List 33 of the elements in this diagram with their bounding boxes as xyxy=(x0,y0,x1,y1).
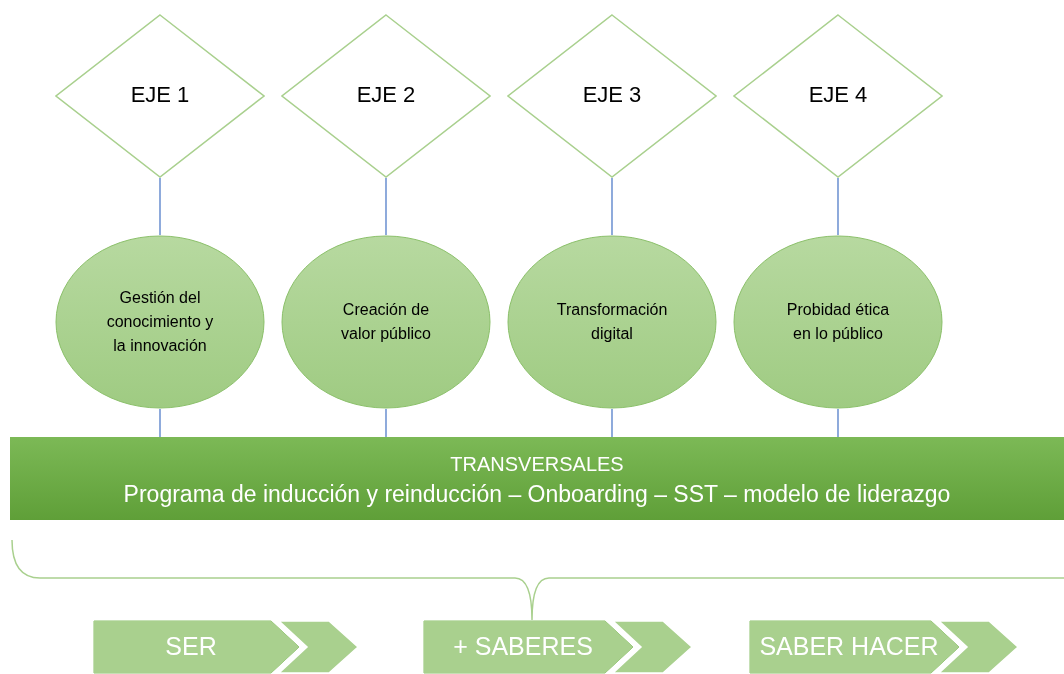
banner-title: TRANSVERSALES xyxy=(450,451,624,477)
node-label: Transformación digital xyxy=(555,300,669,344)
banner-bar xyxy=(10,437,1064,520)
connector-line xyxy=(837,177,839,236)
node-label: EJE 2 xyxy=(355,82,417,108)
ellipse-node xyxy=(507,235,717,409)
decision-diamond xyxy=(507,14,717,178)
node-label: EJE 1 xyxy=(129,82,191,108)
decision-diamond xyxy=(55,14,265,178)
node-label: Gestión del conocimiento y la innovación xyxy=(105,288,215,356)
node-label: EJE 3 xyxy=(581,82,643,108)
connector-line xyxy=(385,177,387,236)
banner-text: Programa de inducción y reinducción – Onboarding – SST – modelo de liderazgo xyxy=(123,479,951,509)
connector-line xyxy=(385,408,387,438)
connector-line xyxy=(611,408,613,438)
node-label: Probidad ética en lo público xyxy=(785,300,891,344)
decision-diamond xyxy=(733,14,943,178)
connector-line xyxy=(159,177,161,236)
node-label: SABER HACER xyxy=(758,632,940,661)
ellipse-node xyxy=(55,235,265,409)
chevron-arrow xyxy=(423,620,693,674)
connector-line xyxy=(611,177,613,236)
ellipse-node xyxy=(733,235,943,409)
connector-line xyxy=(837,408,839,438)
node-label: SER xyxy=(164,632,218,661)
node-label: EJE 4 xyxy=(807,82,869,108)
ellipse-node xyxy=(281,235,491,409)
chevron-arrow xyxy=(749,620,1019,674)
chevron-arrow xyxy=(93,620,359,674)
connector-line xyxy=(159,408,161,438)
node-label: + SABERES xyxy=(452,632,594,661)
decision-diamond xyxy=(281,14,491,178)
node-label: Creación de valor público xyxy=(340,300,432,344)
